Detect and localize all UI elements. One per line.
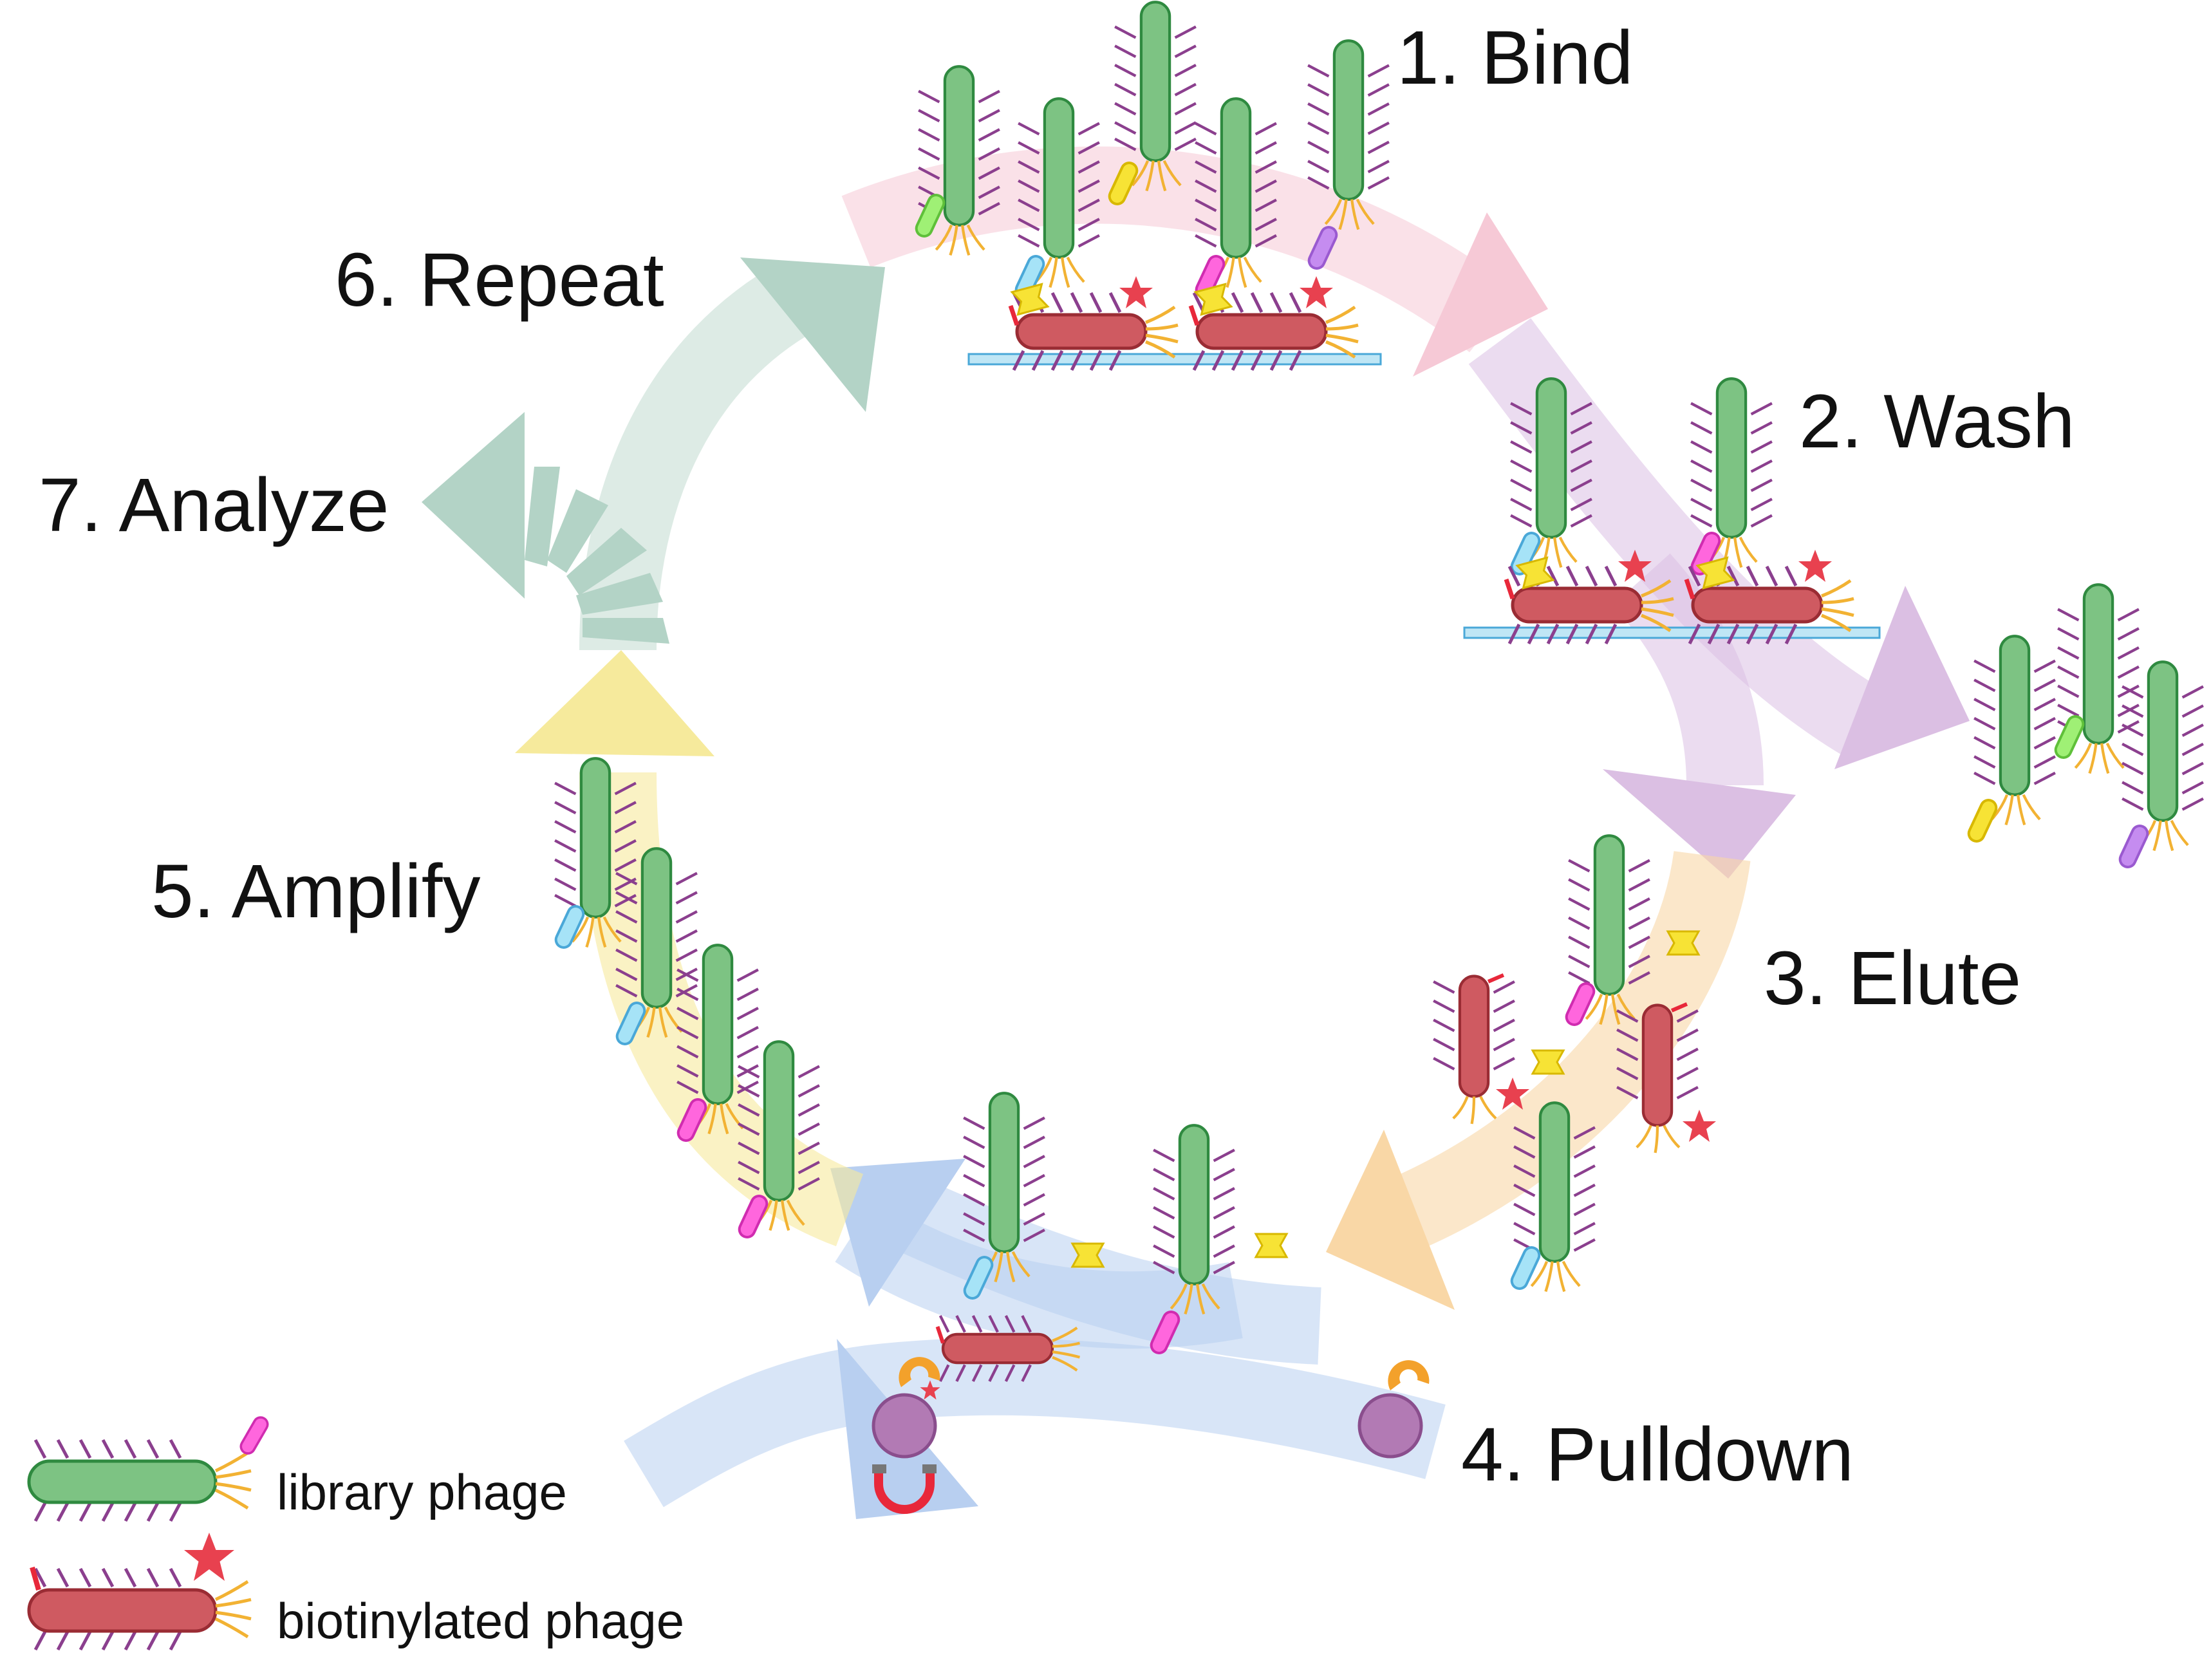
elute-branch-head <box>1603 769 1796 879</box>
wash-arrow-head <box>1834 586 1970 769</box>
step-7-label: 7. Analyze <box>39 463 389 548</box>
analyze-arrow-head <box>422 412 525 599</box>
bind-arrow-head <box>1413 212 1548 377</box>
elute-arrow <box>1369 850 1751 1259</box>
pulldown-arrow <box>624 1338 1446 1507</box>
step-1-label: 1. Bind <box>1397 15 1633 100</box>
pulldown-items <box>872 1093 1430 1514</box>
bead-captured <box>872 1316 1080 1514</box>
analyze-arrow-segments <box>525 467 669 644</box>
step-6-label: 6. Repeat <box>335 238 664 322</box>
pulldown-upper-arrow <box>835 1197 1243 1349</box>
step-2-label: 2. Wash <box>1799 379 2075 464</box>
pulldown-arrow-head-upper <box>830 1159 966 1307</box>
step-3-label: 3. Elute <box>1764 936 2021 1021</box>
amplify-arrow-head <box>515 650 714 756</box>
legend: library phage biotinylated phage <box>27 1414 684 1651</box>
step-5-label: 5. Amplify <box>151 849 481 934</box>
magnet-icon <box>874 1468 935 1514</box>
legend-library-label: library phage <box>277 1464 567 1520</box>
repeat-arrow-head <box>740 257 885 412</box>
legend-biotinylated-phage-icon <box>27 1533 252 1651</box>
legend-library-phage-icon <box>27 1414 272 1522</box>
bead-free <box>1357 1360 1430 1459</box>
elute-arrow-head <box>1326 1130 1455 1310</box>
step-4-label: 4. Pulldown <box>1461 1412 1854 1497</box>
legend-biotinylated-label: biotinylated phage <box>277 1592 684 1649</box>
elute-branch-arrow <box>1612 553 1764 786</box>
wash-surface <box>1463 626 1881 639</box>
